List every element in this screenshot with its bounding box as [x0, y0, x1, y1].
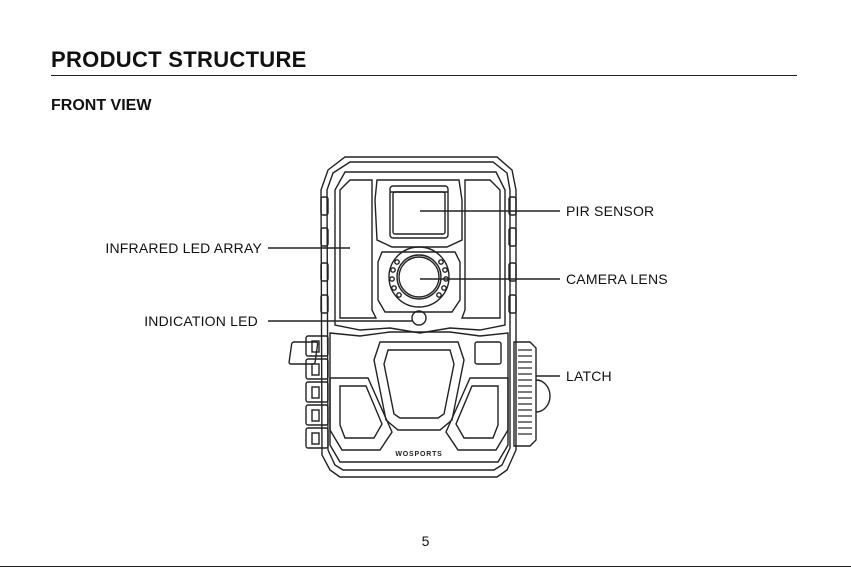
camera-body-inner-outline [327, 162, 510, 470]
camera-lens [399, 257, 439, 297]
camera-lens-outer-ring [389, 247, 449, 307]
lower-right-window [475, 342, 501, 364]
callout-latch: LATCH [566, 368, 612, 384]
bottom-divider [0, 566, 851, 567]
brand-logo: WOSPORTS [395, 451, 442, 458]
center-trapezoid-outer [374, 342, 464, 430]
page-number: 5 [0, 533, 851, 549]
lower-left-window [289, 342, 318, 364]
latch [514, 342, 536, 446]
center-trapezoid-inner [384, 350, 454, 418]
pir-sensor [393, 192, 445, 234]
pir-sensor-outer [390, 186, 448, 238]
camera-body-outline [321, 157, 516, 477]
callout-indication-led: INDICATION LED [144, 313, 258, 329]
infrared-led-array-right [462, 180, 500, 318]
lens-housing [378, 252, 460, 312]
latch-loop [536, 380, 550, 412]
lower-front-panel [330, 332, 508, 462]
pir-housing [375, 180, 462, 247]
callout-camera-lens: CAMERA LENS [566, 271, 668, 287]
indication-led [412, 311, 426, 325]
infrared-led-array-left [340, 180, 376, 318]
callout-infrared-led-array: INFRARED LED ARRAY [105, 240, 262, 256]
camera-lens-inner-ring [397, 255, 441, 299]
latch-ridges [518, 350, 532, 434]
callout-pir-sensor: PIR SENSOR [566, 203, 654, 219]
